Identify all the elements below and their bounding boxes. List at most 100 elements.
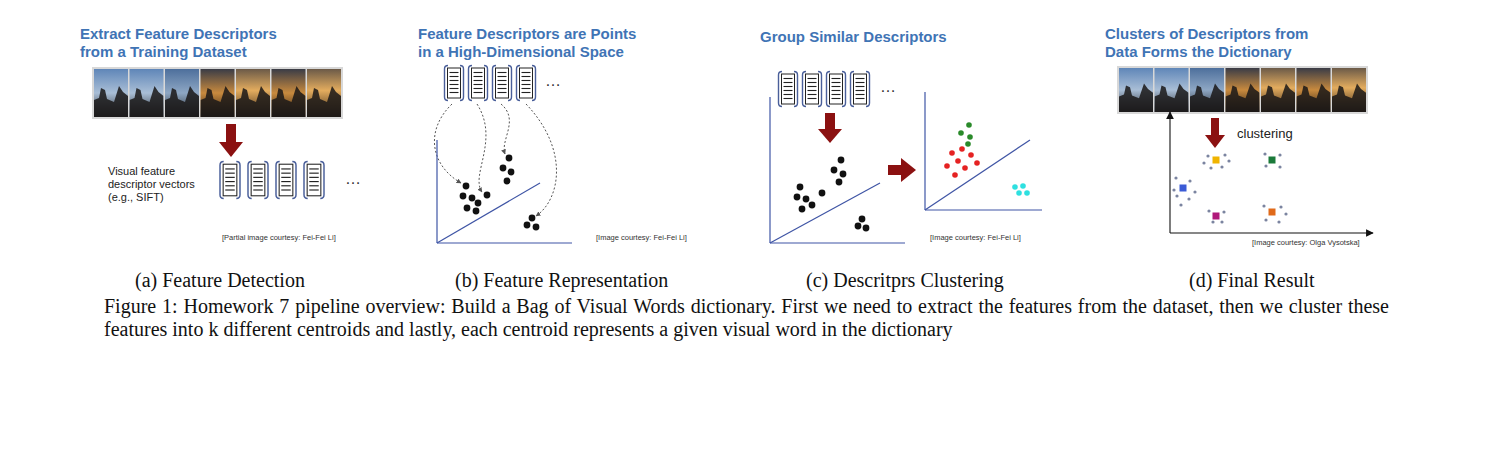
ellipsis: … bbox=[880, 78, 896, 96]
word-members-part bbox=[1278, 165, 1281, 168]
arrow-label: clustering bbox=[1237, 126, 1293, 141]
image-credit-slot: [Image courtesy: Fei-Fei Li] bbox=[930, 233, 1021, 242]
image-strip-part bbox=[1226, 84, 1260, 112]
feature-axes-part bbox=[769, 97, 770, 243]
feature-points-part bbox=[794, 194, 801, 201]
mapping-curves-part bbox=[434, 104, 461, 183]
descriptor-icons-part bbox=[803, 72, 822, 107]
green-cluster-part bbox=[965, 141, 971, 147]
right-arrow bbox=[888, 158, 916, 182]
word-members-part bbox=[1264, 218, 1267, 221]
cyan-cluster-part bbox=[1020, 183, 1026, 189]
red-cluster-part bbox=[952, 172, 958, 178]
caption-slot: Figure 1: Homework 7 pipeline overview: … bbox=[104, 295, 1389, 341]
red-cluster-part bbox=[949, 150, 955, 156]
feature-points-part bbox=[500, 165, 507, 172]
down-arrow-part bbox=[219, 142, 243, 157]
image-strip-part bbox=[94, 69, 128, 117]
word-members bbox=[1172, 152, 1287, 223]
feature-points-part bbox=[803, 196, 810, 203]
visual-word-centroids-part bbox=[1213, 213, 1220, 220]
feature-axes-part bbox=[770, 183, 880, 243]
red-cluster-part bbox=[962, 165, 968, 171]
image-strip-part bbox=[130, 86, 164, 117]
descriptor-icons bbox=[779, 72, 870, 107]
image-strip-part bbox=[92, 67, 343, 119]
feature-points-part bbox=[464, 205, 471, 212]
image-strip-part bbox=[1297, 84, 1331, 112]
mapping-curves bbox=[434, 104, 556, 216]
green-cluster-part bbox=[966, 122, 972, 128]
image-credit-slot: [Partial image courtesy: Fei-Fei Li] bbox=[222, 233, 336, 242]
feature-axes-part bbox=[437, 242, 572, 243]
descriptor-icons-part bbox=[276, 162, 296, 199]
word-members-part bbox=[1175, 194, 1178, 197]
word-members-part bbox=[1207, 209, 1210, 212]
word-members-part bbox=[1279, 205, 1282, 208]
feature-points-part bbox=[463, 183, 470, 190]
cyan-cluster bbox=[1012, 183, 1030, 196]
subfigure-caption: (d) Final Result bbox=[1189, 268, 1315, 292]
image-strip-part bbox=[307, 69, 341, 117]
dictionary-axes-part bbox=[1170, 232, 1373, 233]
mapping-curves-part bbox=[501, 104, 509, 154]
subfigure-caption: (b) Feature Representation bbox=[455, 268, 668, 292]
image-strip-part bbox=[201, 86, 235, 117]
visual-word-centroids bbox=[1180, 157, 1276, 220]
image-strip-part bbox=[130, 69, 164, 117]
feature-points-part bbox=[863, 225, 870, 232]
feature-points-part bbox=[799, 206, 806, 213]
word-members-part bbox=[1172, 188, 1175, 191]
subfigure-caption-slot: (d) Final Result bbox=[1189, 268, 1315, 292]
feature-points-part bbox=[809, 202, 816, 209]
visual-word-centroids-part bbox=[1269, 209, 1276, 216]
word-members-part bbox=[1187, 197, 1190, 200]
subfigure-caption-slot: (a) Feature Detection bbox=[135, 268, 305, 292]
down-arrow bbox=[219, 124, 243, 157]
feature-points-part bbox=[469, 195, 476, 202]
descriptor-note: Visual feature descriptor vectors (e.g.,… bbox=[108, 165, 208, 204]
ellipsis: … bbox=[545, 72, 561, 90]
ellipsis-slot: … bbox=[345, 170, 361, 188]
image-strip-part bbox=[1297, 68, 1331, 112]
descriptor-icons-part bbox=[248, 162, 268, 199]
red-cluster-part bbox=[968, 152, 974, 158]
green-cluster bbox=[958, 122, 973, 147]
word-members-part bbox=[1277, 220, 1280, 223]
word-members-part bbox=[1206, 154, 1209, 157]
image-credit: [Image courtesy: Olga Vysotska] bbox=[1252, 238, 1360, 247]
cluster-axes-part bbox=[925, 140, 1030, 210]
image-strip-part bbox=[1119, 68, 1153, 112]
image-strip-part bbox=[1155, 84, 1189, 112]
image-strip-part bbox=[1190, 84, 1224, 112]
image-strip-part bbox=[1155, 68, 1189, 112]
feature-points-part bbox=[508, 169, 515, 176]
image-strip-part bbox=[165, 86, 199, 117]
dictionary-axes-part bbox=[1169, 112, 1170, 233]
green-cluster-part bbox=[967, 134, 973, 140]
image-strip-part bbox=[1332, 68, 1366, 112]
feature-points-part bbox=[533, 224, 540, 231]
image-credit: [Image courtesy: Fei-Fei Li] bbox=[930, 233, 1021, 242]
image-strip-part bbox=[201, 69, 235, 117]
descriptor-icons-part bbox=[779, 72, 798, 107]
cyan-cluster-part bbox=[1016, 190, 1022, 196]
cyan-cluster-part bbox=[1024, 190, 1030, 196]
down-arrow-part bbox=[1211, 118, 1219, 135]
feature-axes bbox=[437, 140, 572, 243]
down-arrow bbox=[818, 113, 842, 143]
cluster-axes bbox=[925, 92, 1042, 210]
right-arrow-part bbox=[901, 158, 916, 182]
word-members-part bbox=[1211, 220, 1214, 223]
feature-points-part bbox=[855, 223, 862, 230]
down-arrow-part bbox=[818, 129, 842, 143]
descriptor-icons-part bbox=[220, 162, 240, 199]
word-members-part bbox=[1284, 212, 1287, 215]
image-strip-part bbox=[236, 69, 270, 117]
descriptor-icons-part bbox=[827, 72, 846, 107]
ellipsis: … bbox=[345, 170, 361, 188]
panel-heading: Extract Feature Descriptors from a Train… bbox=[80, 25, 295, 61]
ellipsis-slot: … bbox=[545, 72, 561, 90]
panel-heading-slot: Clusters of Descriptors from Data Forms … bbox=[1105, 25, 1325, 61]
